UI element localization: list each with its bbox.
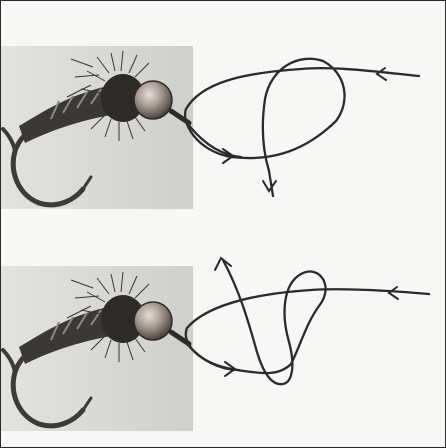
arrow-up-icon <box>215 258 231 270</box>
direction-arrows <box>223 68 386 191</box>
direction-arrows <box>215 258 398 376</box>
arrow-left-icon <box>389 287 398 299</box>
knot-step-1-panel <box>1 1 445 224</box>
arrow-left-icon <box>377 68 386 80</box>
arrow-down-icon <box>263 181 276 191</box>
knot-step-2-panel <box>1 224 445 447</box>
bead-head-icon <box>134 81 172 119</box>
bead-head-icon <box>134 302 172 340</box>
fishing-line <box>186 260 429 384</box>
